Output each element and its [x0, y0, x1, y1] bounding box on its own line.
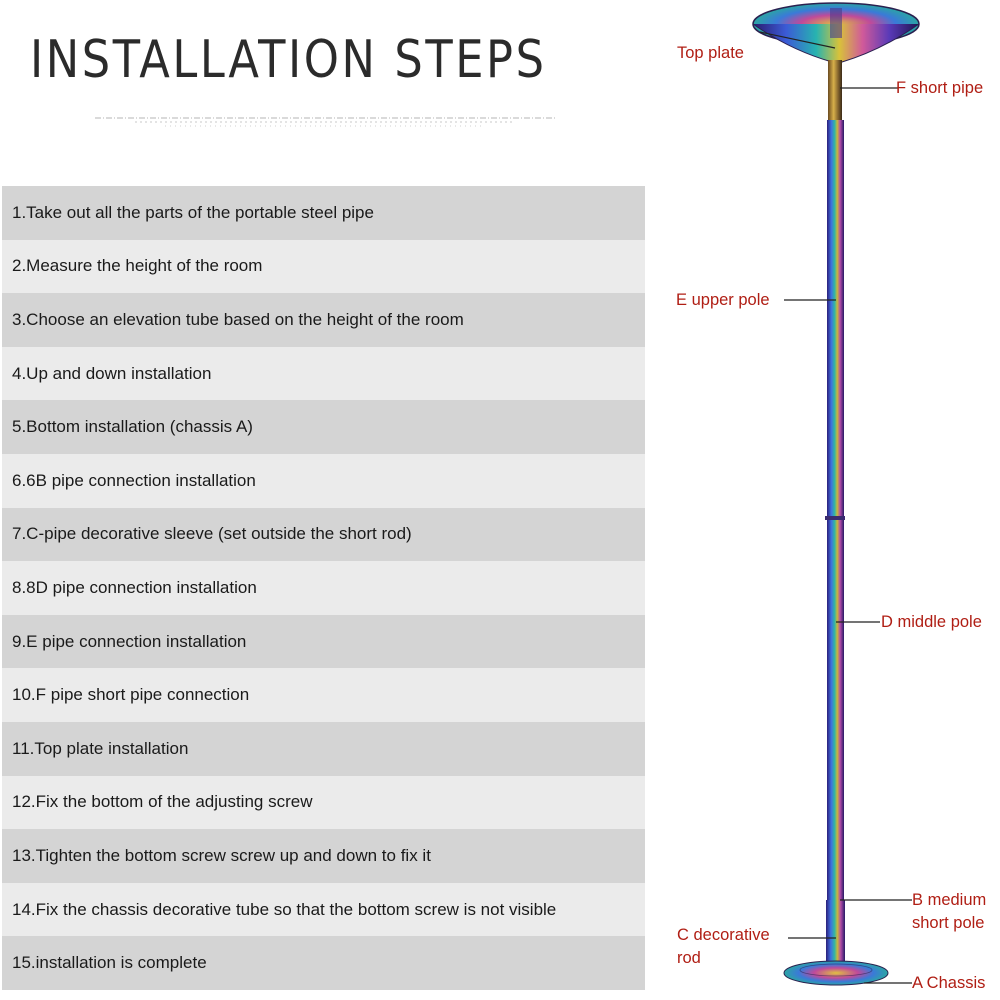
label-b-medium-line1: B medium: [912, 891, 987, 909]
label-b-medium-line2: short pole: [912, 914, 985, 932]
step-item-14: 14.Fix the chassis decorative tube so th…: [2, 882, 645, 937]
step-item-12: 12.Fix the bottom of the adjusting screw: [2, 775, 645, 830]
label-c-decorative-line2: rod: [677, 949, 701, 967]
step-item-1: 1.Take out all the parts of the portable…: [2, 186, 645, 240]
label-f-short-pipe: F short pipe: [896, 79, 984, 97]
steps-list: 1.Take out all the parts of the portable…: [2, 186, 645, 990]
label-top-plate: Top plate: [677, 44, 744, 62]
step-item-3: 3.Choose an elevation tube based on the …: [2, 293, 645, 347]
pole-diagram: Top plate F short pipe E upper pole D mi…: [650, 0, 1000, 995]
step-item-6: 6.6B pipe connection installation: [2, 453, 645, 508]
step-item-8: 8.8D pipe connection installation: [2, 561, 645, 615]
step-item-4: 4.Up and down installation: [2, 346, 645, 401]
step-item-5: 5.Bottom installation (chassis A): [2, 400, 645, 454]
label-c-decorative-line1: C decorative: [677, 926, 770, 944]
title-decorative-rule: [95, 117, 555, 127]
step-item-9: 9.E pipe connection installation: [2, 614, 645, 669]
step-item-2: 2.Measure the height of the room: [2, 239, 645, 294]
label-e-upper-pole: E upper pole: [676, 291, 770, 309]
step-item-15: 15.installation is complete: [2, 936, 645, 990]
step-item-11: 11.Top plate installation: [2, 721, 645, 776]
page-title: INSTALLATION STEPS: [30, 30, 547, 90]
label-d-middle-pole: D middle pole: [881, 613, 982, 631]
pole-illustration: [752, 2, 920, 986]
step-item-13: 13.Tighten the bottom screw screw up and…: [2, 829, 645, 883]
label-a-chassis: A Chassis: [912, 974, 986, 992]
step-item-7: 7.C-pipe decorative sleeve (set outside …: [2, 507, 645, 562]
step-item-10: 10.F pipe short pipe connection: [2, 668, 645, 722]
